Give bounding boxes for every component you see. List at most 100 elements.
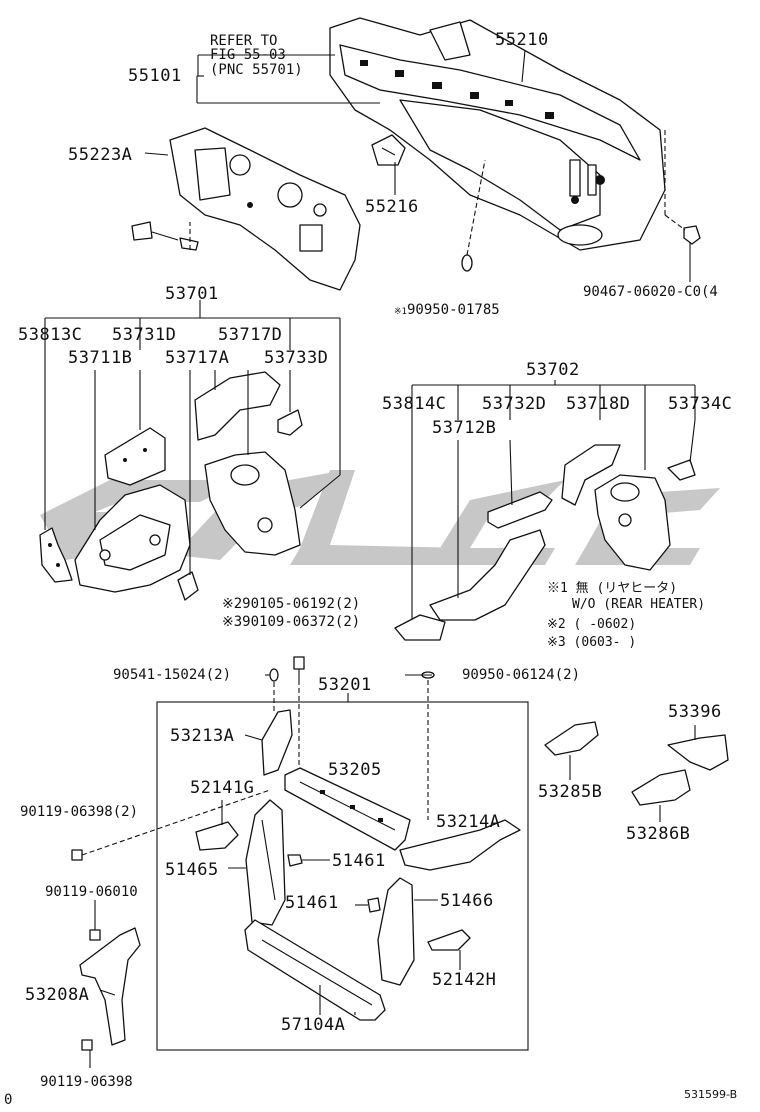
part-53712B[interactable] [429,440,546,621]
part-53732D[interactable] [487,439,553,529]
label-90119-06398-2[interactable]: 90119-06398(2) [20,804,139,820]
label-53711B[interactable]: 53711B [68,348,133,368]
label-90950-06124[interactable]: 90950-06124(2) [462,667,581,683]
part-51465[interactable] [245,799,286,926]
part-53711B[interactable] [74,370,191,593]
part-53717A[interactable] [194,370,281,441]
label-53813C[interactable]: 53813C [18,325,83,345]
label-55216[interactable]: 55216 [365,197,419,217]
part-57104A[interactable] [244,919,386,1021]
part-53717D[interactable] [204,370,301,556]
label-90467[interactable]: 90467-06020-C0(4 [583,284,718,300]
refer-note-line2: FIG 55-03 [210,47,286,63]
label-53733D[interactable]: 53733D [264,348,329,368]
label-51461-a[interactable]: 51461 [332,851,386,871]
dash-panel-55210[interactable] [329,17,666,251]
label-55101[interactable]: 55101 [128,66,182,86]
label-51466[interactable]: 51466 [440,891,494,911]
part-51466[interactable] [377,877,438,986]
label-53201[interactable]: 53201 [318,675,372,695]
part-52141G[interactable] [195,800,239,851]
label-53734C[interactable]: 53734C [668,394,733,414]
part-52142H[interactable] [427,929,471,970]
part-53813C[interactable] [39,527,73,583]
label-90119-06010[interactable]: 90119-06010 [45,884,138,900]
grommet-90950-06124[interactable] [421,671,435,820]
part-53286B[interactable] [631,769,691,822]
note-1-line1: ※1 無 (リヤヒータ) [547,581,678,596]
label-53285B[interactable]: 53285B [538,782,603,802]
bolt-90105[interactable] [293,656,305,780]
label-53731D[interactable]: 53731D [112,325,177,345]
part-53717-bracket[interactable] [177,370,199,601]
label-53396[interactable]: 53396 [668,702,722,722]
label-55223A[interactable]: 55223A [68,145,133,165]
corner-mark: 0 [4,1092,13,1108]
label-52142H[interactable]: 52142H [432,970,497,990]
part-53214A[interactable] [399,819,521,871]
note-mark-2: ※2 [222,596,243,612]
note-mark-3: ※3 [222,614,243,630]
leaders-top [144,49,691,282]
label-53214A[interactable]: 53214A [436,812,501,832]
label-53717A[interactable]: 53717A [165,348,230,368]
label-90109[interactable]: ※390109-06372(2) [222,614,360,630]
label-51461-b[interactable]: 51461 [285,893,339,913]
label-53717D[interactable]: 53717D [218,325,283,345]
label-53205[interactable]: 53205 [328,760,382,780]
label-53208A[interactable]: 53208A [25,985,90,1005]
leaders-misc [228,674,432,1015]
part-53734C[interactable] [667,419,696,481]
label-90950-01785[interactable]: ※190950-01785 [394,302,500,318]
bolt-90119-06398-2[interactable] [71,789,271,861]
bracket-group-53702 [411,380,696,620]
refer-note-line3: (PNC 55701) [210,62,303,78]
label-53701[interactable]: 53701 [165,284,219,304]
nut-90541[interactable] [269,668,279,712]
part-53396[interactable] [667,725,729,771]
box-53201 [156,693,529,1051]
label-90541[interactable]: 90541-15024(2) [113,667,232,683]
label-53712B[interactable]: 53712B [432,418,497,438]
label-53718D[interactable]: 53718D [566,394,631,414]
label-53702[interactable]: 53702 [526,360,580,380]
bracket-55216[interactable] [371,134,406,166]
label-53814C[interactable]: 53814C [382,394,447,414]
label-90119-06398[interactable]: 90119-06398 [40,1074,133,1090]
part-51461-a[interactable] [287,854,330,867]
part-53285B[interactable] [544,721,599,780]
part-53731D[interactable] [104,370,166,486]
label-90109-text: 90109-06372(2) [242,614,361,630]
label-55210[interactable]: 55210 [495,30,549,50]
figure-code: 531599-B [684,1088,738,1101]
bracket-group-53701 [44,300,341,530]
grommet-90950-01785[interactable] [461,254,473,272]
label-53213A[interactable]: 53213A [170,726,235,746]
part-53733D[interactable] [277,370,303,436]
part-51461-b[interactable] [355,897,381,913]
bolt-90119-06010[interactable] [89,900,101,941]
note-3: ※3 (0603- ) [547,635,637,650]
part-53814C[interactable] [394,614,446,641]
label-57104A[interactable]: 57104A [281,1015,346,1035]
brace-53208A[interactable] [79,927,141,1046]
label-51465[interactable]: 51465 [165,860,219,880]
part-53718-housing[interactable] [594,474,671,571]
part-53213A[interactable] [261,709,293,776]
label-53732D[interactable]: 53732D [482,394,547,414]
label-53286B[interactable]: 53286B [626,824,691,844]
part-53718D[interactable] [561,444,621,506]
clip-55223A[interactable] [131,221,199,251]
label-90950-01785-text: 90950-01785 [406,302,500,318]
note-1-line2: W/O (REAR HEATER) [572,597,706,612]
label-90105-text: 90105-06192(2) [242,596,361,612]
label-90105[interactable]: ※290105-06192(2) [222,596,360,612]
bolt-90119-06398[interactable] [81,1039,93,1068]
clip-90467[interactable] [683,225,701,245]
note-mark-1: ※1 [394,307,407,317]
insulator-55223A[interactable] [169,127,361,291]
part-53205[interactable] [284,767,411,851]
refer-note-line1: REFER TO [210,33,278,49]
label-52141G[interactable]: 52141G [190,778,255,798]
